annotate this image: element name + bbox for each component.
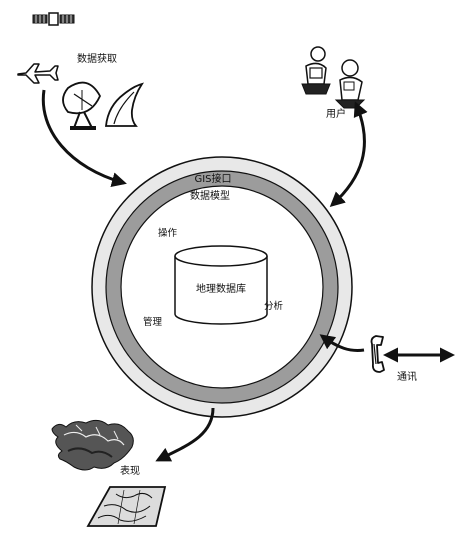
airplane-icon xyxy=(17,63,59,84)
database-cylinder xyxy=(174,245,268,325)
users-arrow xyxy=(329,101,368,208)
communication-arrow-left xyxy=(319,334,365,352)
presentation-arrow xyxy=(155,407,215,462)
operate-label: 操作 xyxy=(158,227,178,239)
manage-label: 管理 xyxy=(143,316,163,328)
presentation-label: 表现 xyxy=(120,464,140,477)
satellite-dish-icon xyxy=(62,81,102,130)
printed-map-icon xyxy=(86,486,167,527)
acquisition-arrow xyxy=(41,89,127,188)
communication-label: 通讯 xyxy=(397,371,417,383)
road-map-icon xyxy=(105,82,145,127)
analyze-label: 分析 xyxy=(264,300,284,312)
users-people-icon xyxy=(301,46,366,109)
database-label: 地理数据库 xyxy=(196,282,246,295)
acquisition-label: 数据获取 xyxy=(77,52,117,65)
gis-interface-label: GIS接口 xyxy=(194,172,231,185)
users-label: 用户 xyxy=(326,107,346,120)
data-model-label: 数据模型 xyxy=(190,189,230,202)
relief-map-icon xyxy=(51,419,134,471)
telephone-icon xyxy=(370,335,385,373)
satellite-icon xyxy=(32,12,75,26)
